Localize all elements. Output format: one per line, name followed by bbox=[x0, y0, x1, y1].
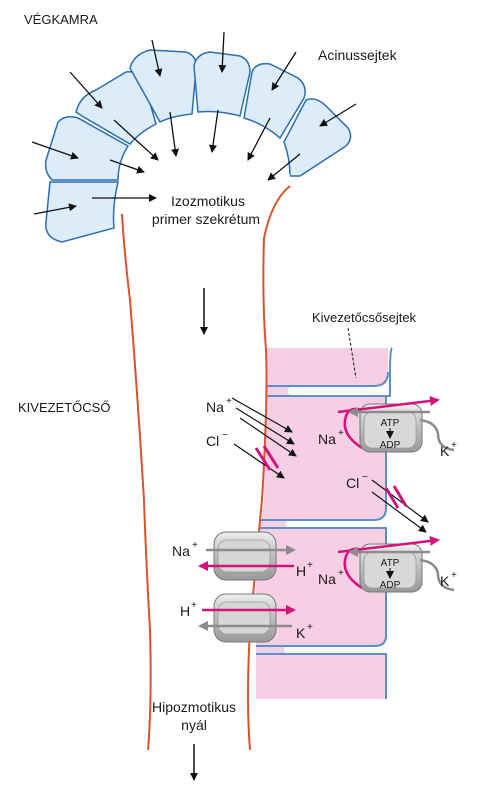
duct-label: KIVEZETŐCSŐ bbox=[18, 400, 110, 415]
svg-text:+: + bbox=[338, 428, 344, 439]
svg-text:+: + bbox=[338, 568, 344, 579]
ion-label-na-exchanger: Na + bbox=[172, 540, 198, 559]
acinar-cells bbox=[44, 49, 352, 243]
svg-text:+: + bbox=[307, 622, 313, 633]
svg-text:H: H bbox=[180, 603, 190, 619]
na-k-atpase-pump-2 bbox=[337, 535, 455, 593]
pump1-atp-label: ATP bbox=[381, 418, 400, 429]
cl-passive-flux-1 bbox=[233, 443, 285, 479]
svg-text:+: + bbox=[226, 396, 232, 407]
pump2-atp-label: ATP bbox=[381, 558, 400, 569]
ion-label-k-pump2: K + bbox=[440, 570, 457, 589]
ion-label-k-pump1: K + bbox=[440, 440, 457, 459]
svg-text:+: + bbox=[191, 600, 197, 611]
svg-text:−: − bbox=[222, 430, 228, 441]
acinar-cell bbox=[193, 51, 251, 117]
na-passive-flux bbox=[231, 397, 297, 457]
svg-text:−: − bbox=[362, 472, 368, 483]
acinar-cell bbox=[44, 115, 130, 181]
end-chamber-label: VÉGKAMRA bbox=[24, 12, 98, 27]
ion-label-na-pump1: Na + bbox=[318, 428, 344, 447]
primary-secretion-line1: Izozmotikus bbox=[171, 193, 245, 209]
svg-text:+: + bbox=[307, 560, 313, 571]
acinar-cells-label: Acinussejtek bbox=[318, 47, 398, 63]
svg-text:+: + bbox=[192, 540, 198, 551]
duct-cells-region bbox=[256, 347, 393, 699]
acinar-cell bbox=[129, 49, 198, 123]
ion-label-h-exchanger: H + bbox=[296, 560, 313, 579]
ion-label-cl-lumen: Cl − bbox=[206, 430, 228, 449]
na-h-exchanger bbox=[198, 531, 296, 581]
svg-text:Cl: Cl bbox=[346, 475, 359, 491]
svg-text:Na: Na bbox=[206, 399, 224, 415]
svg-text:H: H bbox=[296, 563, 306, 579]
svg-text:+: + bbox=[451, 570, 457, 581]
acinar-inflow-arrows bbox=[31, 31, 357, 215]
acinar-cell bbox=[243, 62, 306, 140]
ion-label-na-lumen: Na + bbox=[206, 396, 232, 415]
cl-passive-flux-2 bbox=[371, 479, 429, 533]
svg-text:Na: Na bbox=[318, 431, 336, 447]
svg-text:+: + bbox=[451, 440, 457, 451]
svg-text:Na: Na bbox=[318, 571, 336, 587]
acinar-cell bbox=[45, 181, 119, 243]
final-saliva-line2: nyál bbox=[181, 717, 207, 733]
ion-label-cl-cell: Cl − bbox=[346, 472, 368, 491]
svg-text:K: K bbox=[440, 443, 450, 459]
ion-label-h-lumen: H + bbox=[180, 600, 197, 619]
pump1-adp-label: ADP bbox=[380, 440, 401, 451]
svg-text:K: K bbox=[296, 625, 306, 641]
svg-text:K: K bbox=[440, 573, 450, 589]
final-saliva-line1: Hipozmotikus bbox=[152, 699, 236, 715]
primary-secretion-line2: primer szekrétum bbox=[152, 211, 260, 227]
svg-text:Na: Na bbox=[172, 543, 190, 559]
svg-text:Cl: Cl bbox=[206, 433, 219, 449]
na-k-atpase-pump-1 bbox=[337, 395, 455, 453]
duct-cells-label: Kivezetőcsősejtek bbox=[312, 310, 417, 325]
h-k-exchanger bbox=[198, 593, 296, 643]
ion-label-k-cell: K + bbox=[296, 622, 313, 641]
ion-label-na-pump2: Na + bbox=[318, 568, 344, 587]
pump2-adp-label: ADP bbox=[380, 580, 401, 591]
duct-lumen bbox=[121, 121, 291, 751]
duct-cells-pointer bbox=[347, 327, 357, 379]
